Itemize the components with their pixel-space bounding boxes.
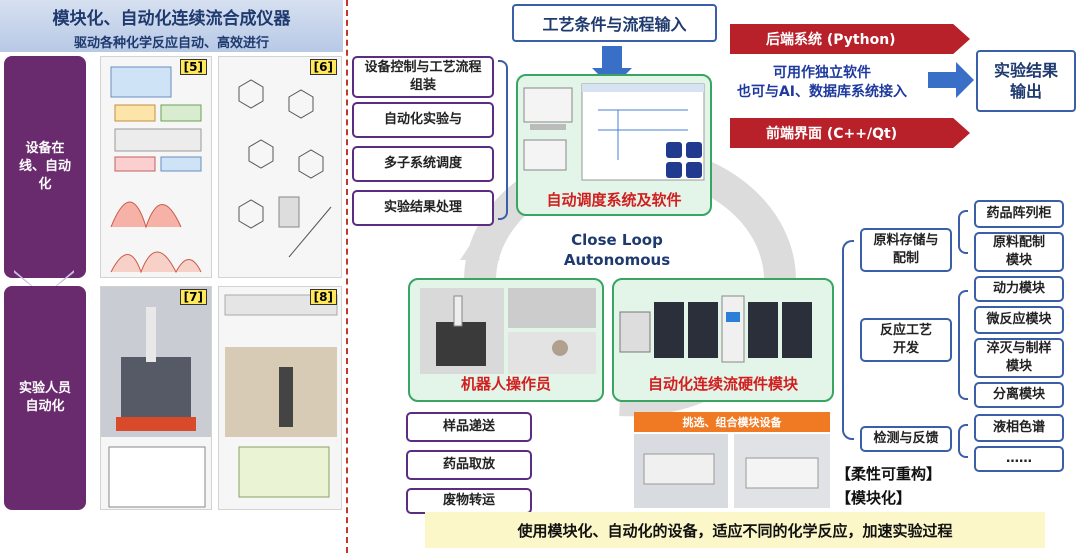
side-label-staff-text: 实验人员自动化	[18, 381, 71, 414]
ref-badge-6: [6]	[309, 59, 337, 75]
item-material-prep: 原料配制模块	[974, 232, 1064, 272]
software-note-line1: 可用作独立软件	[773, 65, 871, 81]
item-micro-reaction-label: 微反应模块	[986, 312, 1052, 327]
robot-task-pick: 药品取放	[406, 450, 532, 480]
robot-task-waste-label: 废物转运	[442, 493, 495, 508]
side-label-online: 设备在线、自动化	[4, 56, 86, 278]
software-note-line2: 也可与AI、数据库系统接入	[736, 84, 908, 100]
tag-flexible: 【柔性可重构】	[836, 465, 942, 483]
equip-layout-photo	[634, 434, 830, 508]
scheduler-panel: 自动调度系统及软件	[516, 74, 712, 216]
molecule-figure	[238, 79, 332, 258]
close-loop-line1: Close Loop	[571, 231, 663, 249]
flowchart-figure	[110, 66, 202, 274]
robot-panel: 机器人操作员	[408, 278, 604, 402]
category-raw-material-label: 原料存储与配制	[873, 233, 939, 266]
robot-task-pick-label: 药品取放	[442, 457, 495, 472]
frontend-arrow: 前端界面 (C++/Qt)	[730, 118, 970, 148]
process-input-box: 工艺条件与流程输入	[512, 4, 717, 42]
robot-workflow-figure	[224, 294, 338, 498]
frontend-label: 前端界面 (C++/Qt)	[766, 126, 898, 142]
task-bracket	[498, 60, 508, 220]
item-quench-sample-label: 淬灭与制样模块	[986, 341, 1052, 374]
result-output-box: 实验结果 输出	[976, 50, 1076, 112]
hardware-panel: 自动化连续流硬件模块	[612, 278, 834, 402]
literature-panel-8: [8]	[218, 286, 342, 510]
backend-label: 后端系统 (Python)	[766, 32, 896, 48]
ref-badge-8: [8]	[309, 289, 337, 305]
item-quench-sample: 淬灭与制样模块	[974, 338, 1064, 378]
side-label-staff: 实验人员自动化	[4, 286, 86, 510]
header: 模块化、自动化连续流合成仪器 驱动各种化学反应自动、高效进行	[0, 0, 343, 52]
category-process-dev-label: 反应工艺开发	[879, 323, 932, 356]
robot-photo	[420, 288, 596, 374]
task-box-auto-experiment-label: 自动化实验与	[383, 112, 462, 127]
equip-banner: 挑选、组合模块设备	[634, 412, 830, 432]
task-box-auto-experiment: 自动化实验与	[352, 102, 494, 138]
item-power-module-label: 动力模块	[992, 281, 1045, 296]
close-loop-line2: Autonomous	[563, 251, 671, 269]
task-box-result-processing-label: 实验结果处理	[383, 200, 462, 215]
category-process-dev: 反应工艺开发	[860, 318, 952, 362]
item-separation: 分离模块	[974, 382, 1064, 408]
divider	[346, 0, 348, 553]
item-power-module: 动力模块	[974, 276, 1064, 302]
robot-task-delivery: 样品递送	[406, 412, 532, 442]
sub-bracket-process	[958, 290, 968, 400]
item-reagent-cabinet-label: 药品阵列柜	[986, 206, 1052, 221]
category-detection-label: 检测与反馈	[873, 431, 939, 446]
item-micro-reaction: 微反应模块	[974, 306, 1064, 334]
hardware-photo	[619, 295, 812, 363]
page-subtitle: 驱动各种化学反应自动、高效进行	[73, 36, 269, 51]
robot-caption: 机器人操作员	[460, 375, 551, 393]
backend-arrow: 后端系统 (Python)	[730, 24, 970, 54]
process-input-label: 工艺条件与流程输入	[542, 15, 687, 34]
item-material-prep-label: 原料配制模块	[992, 235, 1045, 268]
literature-panel-7: [7]	[100, 286, 212, 510]
task-box-device-control: 设备控制与工艺流程组装	[352, 56, 494, 98]
arrow-right-icon	[928, 62, 974, 98]
page-title: 模块化、自动化连续流合成仪器	[52, 9, 291, 29]
category-detection: 检测与反馈	[860, 426, 952, 452]
literature-panel-5: [5]	[100, 56, 212, 278]
literature-panel-6: [6]	[218, 56, 342, 278]
ref-badge-7: [7]	[179, 289, 207, 305]
result-output-line2: 输出	[1009, 82, 1042, 101]
task-box-device-control-label: 设备控制与工艺流程组装	[364, 60, 482, 93]
item-separation-label: 分离模块	[992, 387, 1045, 402]
tag-modular: 【模块化】	[836, 489, 912, 507]
robot-task-waste: 废物转运	[406, 488, 532, 514]
feature-tags: 【柔性可重构】 【模块化】	[836, 462, 941, 510]
category-bracket	[842, 240, 854, 440]
bottom-banner: 使用模块化、自动化的设备，适应不同的化学反应，加速实验过程	[425, 512, 1045, 548]
task-box-scheduling-label: 多子系统调度	[383, 156, 462, 171]
hardware-caption: 自动化连续流硬件模块	[647, 375, 798, 393]
item-lc: 液相色谱	[974, 414, 1064, 442]
task-box-scheduling: 多子系统调度	[352, 146, 494, 182]
item-more: ……	[974, 446, 1064, 472]
software-screenshot	[523, 83, 705, 181]
robot-task-delivery-label: 样品递送	[442, 419, 495, 434]
item-reagent-cabinet: 药品阵列柜	[974, 200, 1064, 228]
sub-bracket-raw	[958, 210, 968, 254]
software-note: 可用作独立软件 也可与AI、数据库系统接入	[722, 64, 922, 102]
item-lc-label: 液相色谱	[992, 420, 1045, 435]
scheduler-caption: 自动调度系统及软件	[546, 191, 682, 209]
side-label-online-text: 设备在线、自动化	[18, 141, 71, 192]
item-more-label: ……	[1006, 451, 1032, 466]
sub-bracket-detection	[958, 424, 968, 458]
result-output-line1: 实验结果	[993, 61, 1058, 80]
robot-lab-figure	[101, 287, 211, 508]
category-raw-material: 原料存储与配制	[860, 228, 952, 272]
close-loop-label: Close Loop Autonomous	[552, 230, 682, 270]
ref-badge-5: [5]	[179, 59, 207, 75]
task-box-result-processing: 实验结果处理	[352, 190, 494, 226]
